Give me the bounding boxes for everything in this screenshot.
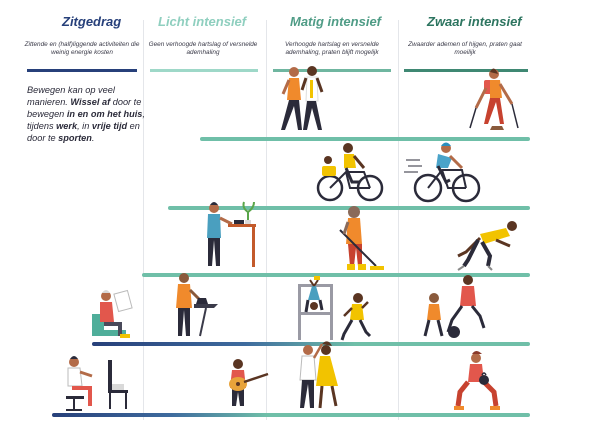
- desk-sitter-illustration: [66, 356, 128, 411]
- ironing-person-illustration: [176, 273, 218, 337]
- column-underline-matig: [273, 69, 391, 72]
- road-cyclist-illustration: [404, 142, 481, 203]
- column-underline-licht: [150, 69, 258, 72]
- column-title-zitgedrag: Zitgedrag: [62, 14, 122, 29]
- shelf-row-3: [142, 273, 530, 277]
- kettlebell-squat-illustration: [454, 351, 500, 410]
- running-child-illustration: [340, 293, 372, 341]
- column-title-zwaar: Zwaar intensief: [427, 14, 522, 29]
- column-divider-1: [143, 20, 144, 420]
- hiker-illustration: [469, 68, 519, 130]
- mopping-person-illustration: [339, 206, 384, 270]
- intro-text: Bewegen kan op veel manieren. Wissel af …: [27, 85, 145, 143]
- shelf-row-4: [92, 342, 530, 346]
- standing-desk-worker-illustration: [207, 201, 256, 267]
- column-title-matig: Matig intensief: [290, 14, 382, 29]
- shelf-row-5: [52, 413, 530, 417]
- column-subtitle-zwaar: Zwaarder ademen of hijgen, praten gaat m…: [408, 41, 522, 56]
- column-underline-zwaar: [404, 69, 528, 72]
- column-underline-zitgedrag: [27, 69, 137, 72]
- shelf-row-1: [200, 137, 530, 141]
- column-subtitle-licht: Geen verhoogde hartslag of versnelde ade…: [148, 41, 258, 56]
- walking-couple-illustration: [281, 66, 324, 130]
- cyclist-child-seat-illustration: [316, 143, 384, 202]
- dancing-couple-illustration: [299, 341, 338, 409]
- shelf-row-2: [168, 206, 530, 210]
- column-subtitle-matig: Verhoogde hartslag en versnelde ademhali…: [285, 41, 379, 56]
- guitar-player-illustration: [229, 359, 269, 406]
- sprinter-illustration: [457, 221, 517, 271]
- column-subtitle-zitgedrag: Zittende en (half)liggende activiteiten …: [24, 41, 140, 56]
- reading-chair-person-illustration: [92, 289, 133, 338]
- column-divider-3: [398, 20, 399, 420]
- soccer-kids-illustration: [423, 275, 486, 338]
- column-divider-2: [266, 20, 267, 420]
- monkey-bars-child-illustration: [298, 276, 333, 340]
- column-title-licht: Licht intensief: [158, 14, 247, 29]
